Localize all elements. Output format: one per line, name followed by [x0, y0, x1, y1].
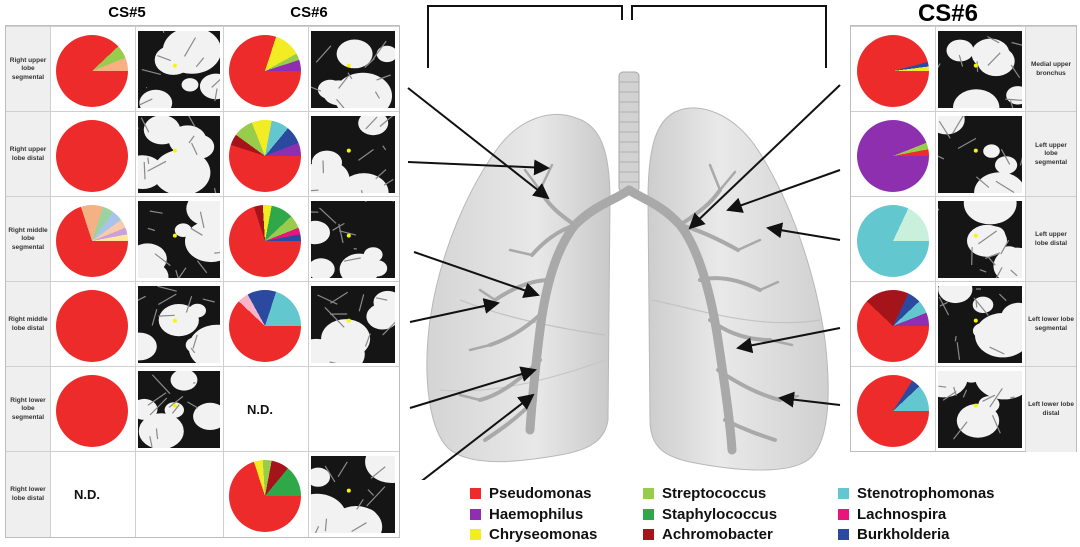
lung-illustration	[407, 5, 841, 480]
sample-row: Medial upper bronchus	[851, 26, 1076, 112]
site-label: Right lower lobe distal	[6, 452, 50, 537]
sample-row: Left upper lobe distal	[851, 196, 1076, 282]
legend-label: Achromobacter	[662, 526, 773, 543]
cs5-ct-image	[138, 31, 220, 108]
site-label: Right middle lobe distal	[6, 282, 50, 367]
sample-row: Right middle lobe segmental	[6, 196, 399, 282]
cs6-pie-chart	[857, 120, 929, 192]
site-label: Medial upper bronchus	[1026, 27, 1076, 112]
bronchial-tree	[458, 163, 800, 455]
legend-item: Pseudomonas	[470, 485, 592, 502]
legend-item: Haemophilus	[470, 506, 583, 523]
cs5-ct-image	[138, 116, 220, 193]
legend-label: Chryseomonas	[489, 526, 598, 543]
cs5-pie-chart	[56, 35, 128, 107]
cs6-pie-chart	[857, 205, 929, 277]
cs6-left-title: CS#6	[290, 4, 328, 21]
cs6-ct-image	[938, 371, 1022, 448]
site-label: Right upper lobe distal	[6, 112, 50, 197]
legend-swatch	[643, 529, 654, 540]
sample-row: Right lower lobe segmental N.D.	[6, 366, 399, 452]
sample-row: Left upper lobe segmental	[851, 111, 1076, 197]
sample-row: Right upper lobe distal	[6, 111, 399, 197]
legend-swatch	[643, 509, 654, 520]
legend-swatch	[470, 488, 481, 499]
grid-line	[1025, 26, 1026, 451]
legend-label: Stenotrophomonas	[857, 485, 995, 502]
cs6-pie-chart	[229, 460, 301, 532]
legend-item: Burkholderia	[838, 526, 950, 543]
sample-row: Right lower lobe distal N.D.	[6, 451, 399, 537]
cs5-ct-image	[138, 286, 220, 363]
site-label: Right lower lobe segmental	[6, 367, 50, 452]
bracket-right	[631, 5, 827, 68]
legend-label: Pseudomonas	[489, 485, 592, 502]
cs6-ct-image	[938, 31, 1022, 108]
legend-label: Haemophilus	[489, 506, 584, 523]
left-lung-shape	[647, 107, 829, 471]
cs6-pie-chart	[857, 375, 929, 447]
cs6-pie-chart	[229, 290, 301, 362]
cs5-ct-image	[138, 201, 220, 278]
legend-label: Lachnospira	[857, 506, 947, 523]
legend-swatch	[643, 488, 654, 499]
cs5-pie-chart	[56, 120, 128, 192]
cs6-pie-chart	[857, 290, 929, 362]
cs5-ct-image	[138, 371, 220, 448]
cs6-pie-chart	[229, 120, 301, 192]
sample-row: Left lower lobe distal	[851, 366, 1076, 452]
site-label: Right middle lobe segmental	[6, 197, 50, 282]
cs5-title: CS#5	[108, 4, 146, 21]
cs6-pie-chart	[229, 205, 301, 277]
cs6-ct-image	[311, 31, 395, 108]
legend-swatch	[838, 529, 849, 540]
legend-swatch	[838, 488, 849, 499]
cs5-pie-chart	[56, 375, 128, 447]
cs5-pie-chart	[56, 290, 128, 362]
arrows	[407, 84, 841, 480]
site-label: Left lower lobe segmental	[1026, 282, 1076, 367]
cs6-ct-image	[311, 116, 395, 193]
legend-swatch	[838, 509, 849, 520]
cs6-pie-chart	[229, 35, 301, 107]
legend-label: Staphylococcus	[662, 506, 778, 523]
cs6-ct-image	[311, 201, 395, 278]
legend-item: Streptococcus	[643, 485, 766, 502]
sample-row: Left lower lobe segmental	[851, 281, 1076, 367]
legend-label: Streptococcus	[662, 485, 767, 502]
legend-item: Chryseomonas	[470, 526, 597, 543]
sample-row: Right middle lobe distal	[6, 281, 399, 367]
site-label: Left upper lobe segmental	[1026, 112, 1076, 197]
legend-swatch	[470, 509, 481, 520]
not-determined-label: N.D.	[247, 401, 273, 417]
bracket-left	[427, 5, 623, 68]
cs6-ct-image	[938, 286, 1022, 363]
not-determined-label: N.D.	[74, 486, 100, 502]
sample-row: Right upper lobe segmental	[6, 26, 399, 112]
grid-line	[935, 26, 936, 451]
cs6-right-title: CS#6	[917, 0, 979, 27]
site-label: Left upper lobe distal	[1026, 197, 1076, 282]
cs6-pie-chart	[857, 35, 929, 107]
legend-label: Burkholderia	[857, 526, 950, 543]
legend-item: Achromobacter	[643, 526, 773, 543]
cs6-ct-image	[311, 456, 395, 533]
legend-item: Lachnospira	[838, 506, 946, 523]
legend-swatch	[470, 529, 481, 540]
cs6-ct-image	[938, 201, 1022, 278]
site-label: Right upper lobe segmental	[6, 27, 50, 112]
legend-item: Staphylococcus	[643, 506, 777, 523]
site-label: Left lower lobe distal	[1026, 367, 1076, 452]
cs6-ct-image	[938, 116, 1022, 193]
legend-item: Stenotrophomonas	[838, 485, 995, 502]
cs5-pie-chart	[56, 205, 128, 277]
cs6-ct-image	[311, 286, 395, 363]
